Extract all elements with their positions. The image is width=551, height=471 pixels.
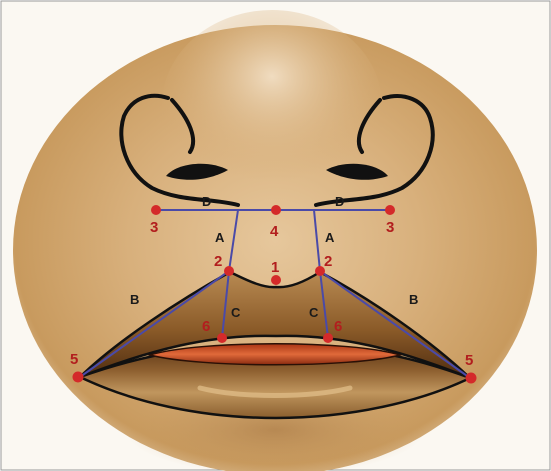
point-6-left [217, 333, 227, 343]
label-segment-d-right: D [335, 194, 344, 209]
label-segment-d-left: D [202, 194, 211, 209]
point-1 [271, 275, 281, 285]
point-6-right [323, 333, 333, 343]
label-segment-c-right: C [309, 305, 319, 320]
label-point-4: 4 [270, 223, 279, 240]
point-3-right [385, 205, 395, 215]
label-segment-b-right: B [409, 292, 418, 307]
label-point-1: 1 [271, 259, 279, 276]
point-3-left [151, 205, 161, 215]
label-point-2-left: 2 [214, 253, 222, 270]
label-point-6-right: 6 [334, 318, 342, 335]
label-segment-a-right: A [325, 230, 335, 245]
point-5-right [466, 373, 477, 384]
point-5-left [73, 372, 84, 383]
label-point-5-left: 5 [70, 351, 78, 368]
label-segment-b-left: B [130, 292, 139, 307]
label-segment-c-left: C [231, 305, 241, 320]
label-point-5-right: 5 [465, 352, 473, 369]
point-2-left [224, 266, 234, 276]
label-segment-a-left: A [215, 230, 225, 245]
label-point-3-left: 3 [150, 219, 158, 236]
label-point-3-right: 3 [386, 219, 394, 236]
label-point-6-left: 6 [202, 318, 210, 335]
label-point-2-right: 2 [324, 253, 332, 270]
point-4 [271, 205, 281, 215]
